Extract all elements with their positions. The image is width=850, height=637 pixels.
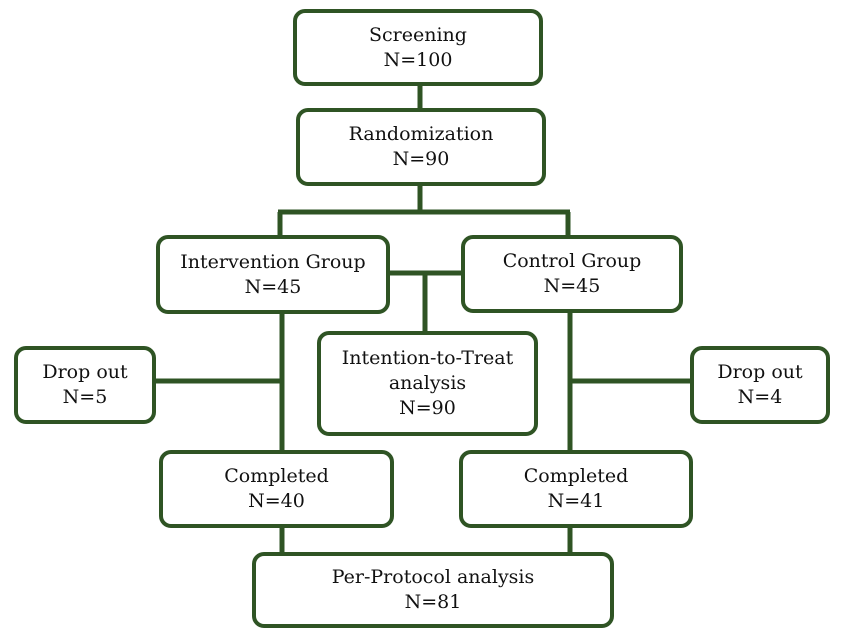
per-protocol-title: Per-Protocol analysis xyxy=(331,566,535,588)
completed-left-title: Completed xyxy=(224,465,329,487)
completed-right-count: N=41 xyxy=(547,490,605,512)
itt-title-line2: analysis xyxy=(388,372,467,394)
control-group-box: Control Group N=45 xyxy=(461,235,683,313)
intervention-group-box: Intervention Group N=45 xyxy=(156,235,390,314)
completed-right-title: Completed xyxy=(523,465,629,487)
dropout-left-title: Drop out xyxy=(42,361,128,383)
screening-title: Screening xyxy=(369,23,467,46)
dropout-left-count: N=5 xyxy=(62,386,108,408)
dropout-right-title: Drop out xyxy=(717,361,803,383)
randomization-count: N=90 xyxy=(392,148,450,170)
randomization-box: Randomization N=90 xyxy=(296,108,546,186)
control-group-count: N=45 xyxy=(543,275,601,297)
completed-left-count: N=40 xyxy=(248,490,305,512)
per-protocol-count: N=81 xyxy=(404,591,462,613)
dropout-right-box: Drop out N=4 xyxy=(690,346,830,424)
itt-count: N=90 xyxy=(399,397,456,419)
intervention-group-count: N=45 xyxy=(244,275,302,298)
completed-left-box: Completed N=40 xyxy=(159,450,394,528)
randomization-title: Randomization xyxy=(348,123,494,145)
control-group-title: Control Group xyxy=(502,250,642,272)
itt-title-line1: Intention-to-Treat xyxy=(341,347,514,369)
completed-right-box: Completed N=41 xyxy=(459,450,693,528)
itt-analysis-box: Intention-to-Treat analysis N=90 xyxy=(317,331,538,436)
screening-box: Screening N=100 xyxy=(293,9,543,86)
intervention-group-title: Intervention Group xyxy=(180,250,366,273)
screening-count: N=100 xyxy=(383,48,453,71)
per-protocol-analysis-box: Per-Protocol analysis N=81 xyxy=(252,552,614,628)
dropout-left-box: Drop out N=5 xyxy=(14,346,156,424)
dropout-right-count: N=4 xyxy=(737,386,783,408)
